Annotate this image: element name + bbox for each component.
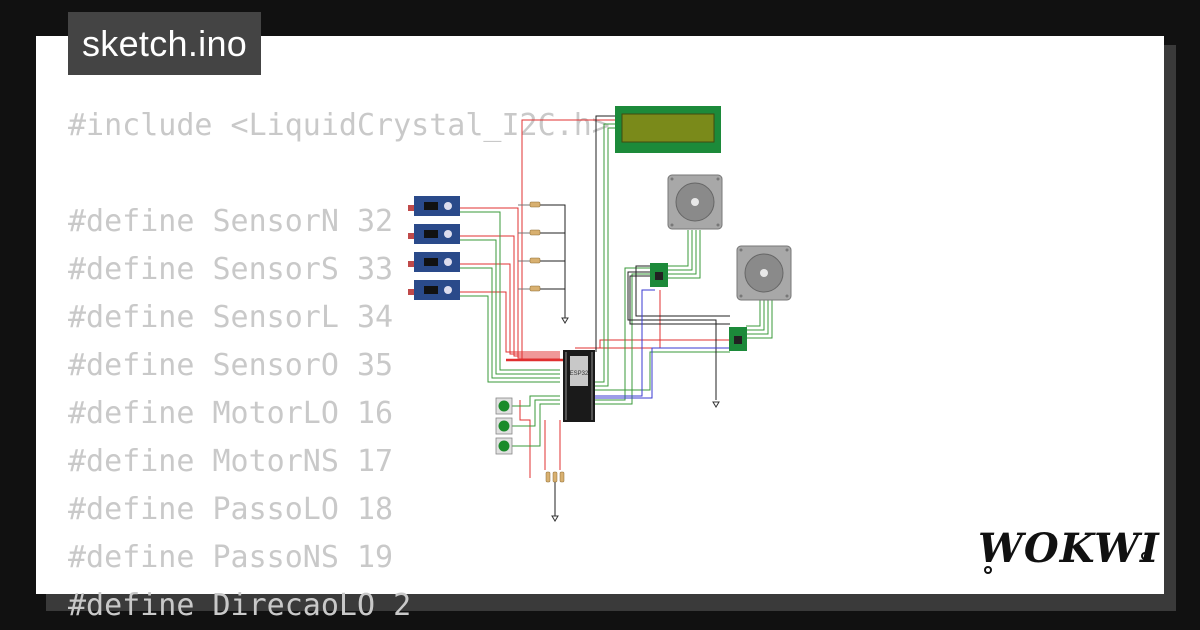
resistor-icon	[529, 201, 565, 483]
code-line: #define DirecaoLO 2	[68, 588, 412, 623]
code-line: #define SensorO 35	[68, 348, 394, 383]
code-line: #define PassoNS 19	[68, 540, 394, 575]
code-line: #include <LiquidCrystal_I2C.h>	[68, 108, 610, 143]
esp32-board-icon: ESP32	[563, 350, 595, 422]
sensor-module-icon	[408, 252, 460, 272]
brand-logo: WOKWI	[978, 525, 1160, 572]
ground-icon	[551, 317, 720, 522]
code-line: #define PassoLO 18	[68, 492, 394, 527]
sensor-module-icon	[408, 224, 460, 244]
push-button-icon	[495, 417, 513, 435]
code-preview: #include <LiquidCrystal_I2C.h> #define Se…	[68, 102, 610, 630]
code-line: #define MotorNS 17	[68, 444, 394, 479]
sensor-module-icon	[408, 196, 460, 216]
wokwi-logo-icon: WOKWI	[978, 525, 1159, 574]
wire-bundle	[460, 115, 773, 516]
file-tab: sketch.ino	[68, 12, 262, 75]
lcd-icon	[615, 106, 721, 153]
board-label: ESP32	[570, 371, 589, 377]
circuit-diagram: ESP32	[408, 106, 792, 522]
preview-card: #include <LiquidCrystal_I2C.h> #define Se…	[36, 36, 1164, 623]
push-button-icon	[495, 397, 513, 415]
code-line: #define MotorLO 16	[68, 396, 394, 431]
sensor-module-icon	[408, 280, 460, 300]
stepper-driver-icon	[650, 263, 747, 351]
code-line: #define SensorL 34	[68, 300, 394, 335]
push-button-icon	[495, 437, 513, 455]
stepper-motor-icon	[667, 174, 723, 230]
stepper-motor-icon	[736, 245, 792, 301]
code-line: #define SensorS 33	[68, 252, 394, 287]
code-line: #define SensorN 32	[68, 204, 394, 239]
